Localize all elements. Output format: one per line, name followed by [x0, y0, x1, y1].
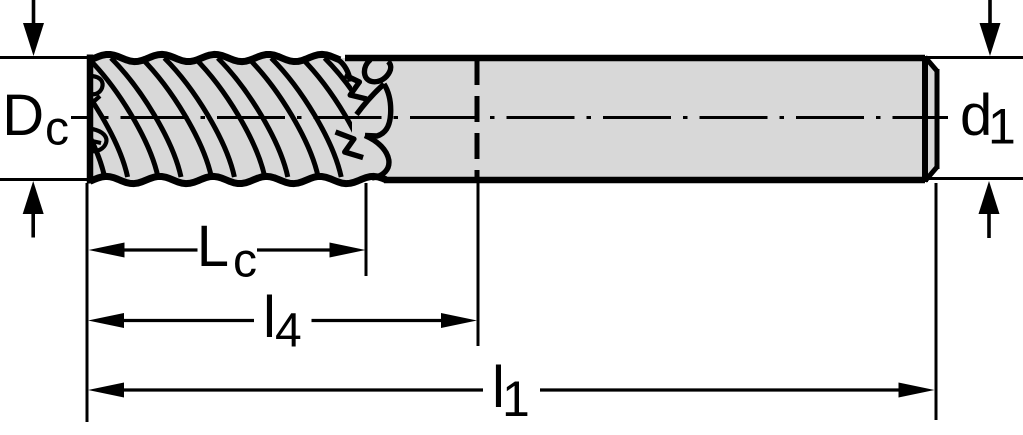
svg-text:d: d	[960, 83, 992, 148]
svg-text:1: 1	[988, 99, 1016, 155]
svg-text:4: 4	[275, 305, 302, 358]
svg-text:l: l	[492, 355, 505, 420]
svg-text:l: l	[263, 285, 276, 350]
svg-text:1: 1	[502, 371, 530, 427]
svg-text:D: D	[2, 83, 44, 148]
svg-text:c: c	[45, 103, 69, 156]
svg-text:c: c	[233, 235, 257, 288]
svg-text:L: L	[197, 214, 229, 279]
